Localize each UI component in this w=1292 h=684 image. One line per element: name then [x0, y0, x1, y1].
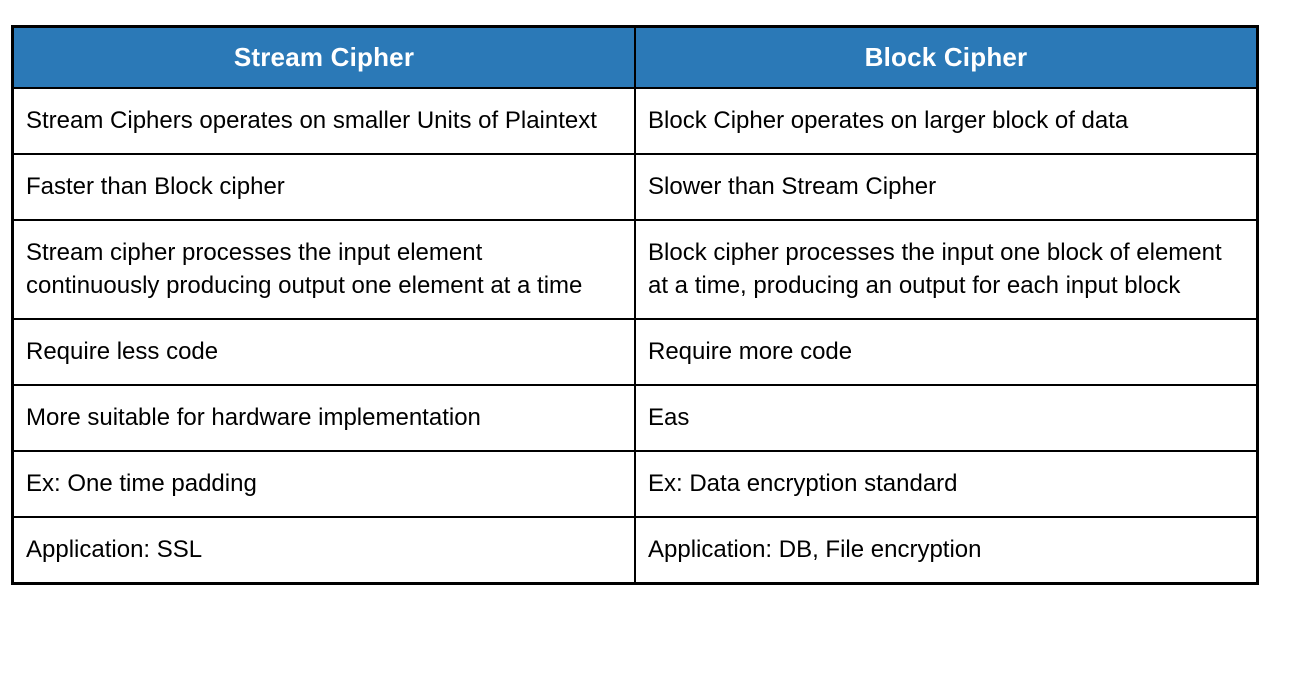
cell-block-cipher: Ex: Data encryption standard: [634, 449, 1259, 518]
cell-stream-cipher: Require less code: [11, 317, 636, 386]
table-body: Stream Ciphers operates on smaller Units…: [11, 86, 1259, 584]
cell-block-cipher: Slower than Stream Cipher: [634, 152, 1259, 221]
cell-stream-cipher: More suitable for hardware implementatio…: [11, 383, 636, 452]
cell-block-cipher: Eas: [634, 383, 1259, 452]
cipher-comparison-table: Stream Cipher Block Cipher Stream Cipher…: [11, 25, 1259, 585]
cell-block-cipher: Block cipher processes the input one blo…: [634, 218, 1259, 320]
column-header-block-cipher: Block Cipher: [634, 25, 1259, 89]
cell-stream-cipher: Ex: One time padding: [11, 449, 636, 518]
table-row: More suitable for hardware implementatio…: [11, 383, 1259, 452]
cell-stream-cipher: Stream cipher processes the input elemen…: [11, 218, 636, 320]
cell-stream-cipher: Application: SSL: [11, 515, 636, 584]
header-row: Stream Cipher Block Cipher: [11, 25, 1259, 89]
table-row: Stream cipher processes the input elemen…: [11, 218, 1259, 320]
cell-block-cipher: Application: DB, File encryption: [634, 515, 1259, 584]
cell-stream-cipher: Faster than Block cipher: [11, 152, 636, 221]
table-row: Stream Ciphers operates on smaller Units…: [11, 86, 1259, 155]
column-header-stream-cipher: Stream Cipher: [11, 25, 636, 89]
cell-stream-cipher: Stream Ciphers operates on smaller Units…: [11, 86, 636, 155]
cell-block-cipher: Require more code: [634, 317, 1259, 386]
table-header: Stream Cipher Block Cipher: [11, 25, 1259, 89]
cell-block-cipher: Block Cipher operates on larger block of…: [634, 86, 1259, 155]
